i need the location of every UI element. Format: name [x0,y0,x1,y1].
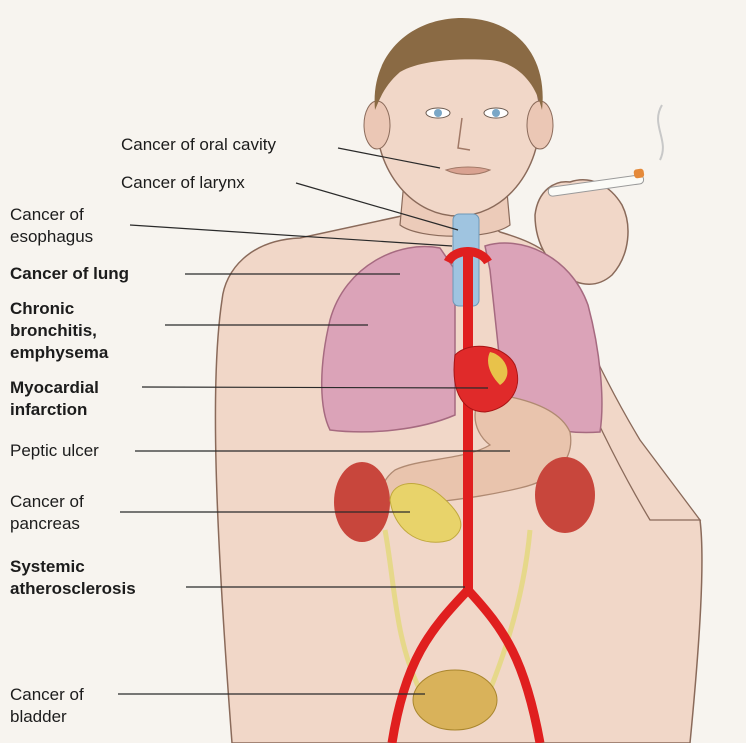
label-pancreas-line-1: Cancer of [10,491,84,513]
left-kidney [334,462,390,542]
label-cancer-larynx: Cancer of larynx [121,172,245,194]
label-chronic-bronchitis: Chronic bronchitis, emphysema [10,298,108,364]
right-kidney [535,457,595,533]
label-systemic-atherosclerosis: Systemic atherosclerosis [10,556,136,600]
left-ear [364,101,390,149]
label-esophagus-line-1: Cancer of [10,204,93,226]
right-ear [527,101,553,149]
label-myocardial-line-2: infarction [10,399,99,421]
label-bronchitis-line-3: emphysema [10,342,108,364]
left-iris [434,109,442,117]
heart [454,346,518,412]
label-cancer-lung: Cancer of lung [10,263,129,285]
label-bladder-line-1: Cancer of [10,684,84,706]
label-bladder-line-2: bladder [10,706,84,728]
label-peptic-ulcer: Peptic ulcer [10,440,99,462]
label-cancer-bladder: Cancer of bladder [10,684,84,728]
label-pancreas-line-2: pancreas [10,513,84,535]
label-bronchitis-line-1: Chronic [10,298,108,320]
label-myocardial-infarction: Myocardial infarction [10,377,99,421]
bladder [413,670,497,730]
label-myocardial-line-1: Myocardial [10,377,99,399]
label-esophagus-line-2: esophagus [10,226,93,248]
smoke [658,105,663,160]
cigarette-tip [633,168,644,178]
label-atherosclerosis-line-1: Systemic [10,556,136,578]
label-atherosclerosis-line-2: atherosclerosis [10,578,136,600]
label-cancer-pancreas: Cancer of pancreas [10,491,84,535]
label-cancer-esophagus: Cancer of esophagus [10,204,93,248]
label-bronchitis-line-2: bronchitis, [10,320,108,342]
right-iris [492,109,500,117]
label-cancer-oral-cavity: Cancer of oral cavity [121,134,276,156]
